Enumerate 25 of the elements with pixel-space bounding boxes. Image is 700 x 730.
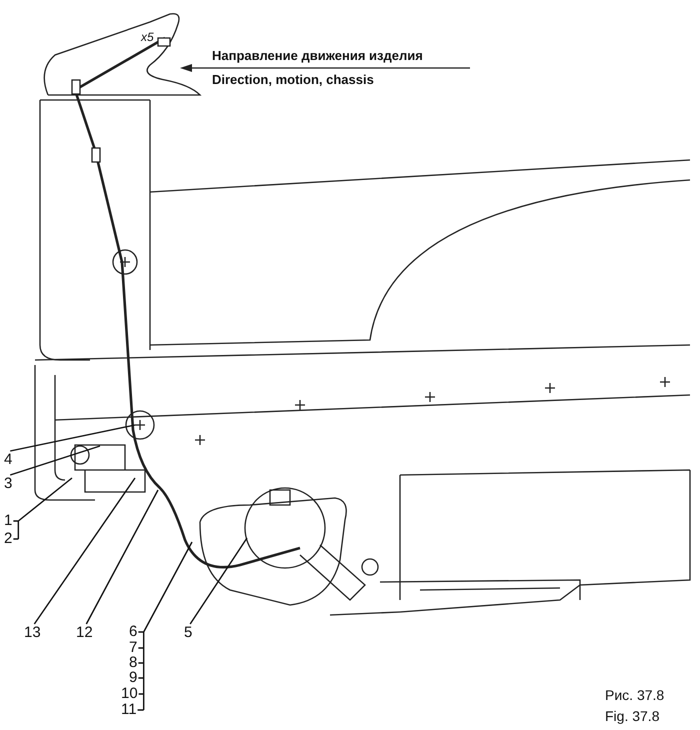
leader-line <box>10 445 100 476</box>
direction-label: Направление движения изделия <box>212 48 423 63</box>
callout-number: 1 <box>4 513 12 529</box>
leader-line <box>86 490 159 624</box>
callout-number: 3 <box>4 476 12 492</box>
connector-label: x5 <box>141 30 154 44</box>
callout-number: 7 <box>129 640 138 656</box>
leader-line <box>190 538 248 624</box>
callout-number: 11 <box>121 702 137 718</box>
direction-label: Direction, motion, chassis <box>212 72 374 87</box>
callout-number: 12 <box>76 625 93 641</box>
leader-line <box>34 478 136 624</box>
callout-number: 10 <box>121 686 138 702</box>
leader-line <box>136 541 193 711</box>
figure-caption: Рис. 37.8 <box>605 687 664 703</box>
leader-line <box>12 477 73 540</box>
figure-number: Fig. 37.8 <box>605 708 660 724</box>
leader-line <box>10 424 136 452</box>
callout-number: 6 <box>129 624 138 640</box>
callout-number: 9 <box>129 670 138 686</box>
callout-number: 13 <box>24 625 41 641</box>
callout-number: 8 <box>129 655 138 671</box>
callout-number: 2 <box>4 531 12 547</box>
callout-number: 4 <box>4 452 12 468</box>
callout-number: 5 <box>184 625 192 641</box>
